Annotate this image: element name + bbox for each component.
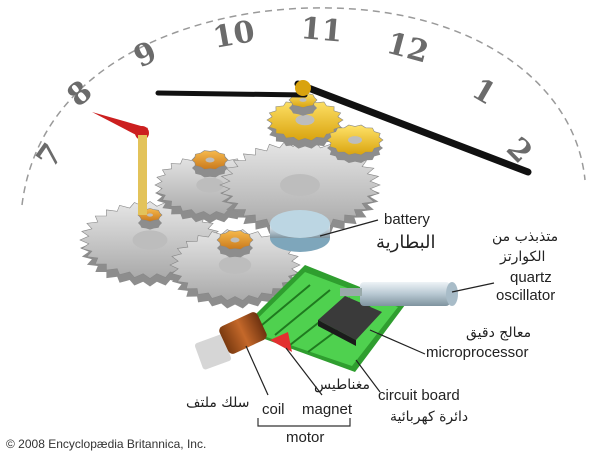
leader-lines — [245, 219, 495, 396]
motor-label-en: motor — [286, 429, 325, 446]
quartz-label-ar-1: متذبذب من — [492, 229, 559, 245]
large-gear-center — [219, 140, 381, 237]
dial-number-11: 11 — [299, 11, 344, 50]
magnet-label-ar: مغناطيس — [314, 377, 370, 393]
gold-gear-side — [326, 124, 384, 163]
circuit-board-label-en: circuit board — [378, 387, 460, 404]
pinion-upper — [191, 150, 229, 178]
coil-label-en: coil — [262, 401, 285, 418]
gear-train — [79, 91, 384, 309]
microprocessor-label-en: microprocessor — [426, 344, 529, 361]
copyright-notice: © 2008 Encyclopædia Britannica, Inc. — [6, 437, 207, 451]
second-hand — [92, 112, 149, 215]
battery-cell — [270, 210, 330, 252]
gold-gear-main — [266, 99, 344, 149]
pinion-lower — [216, 230, 254, 258]
quartz-label-ar-2: الكوارتز — [500, 249, 546, 265]
battery-label-en: battery — [384, 211, 430, 228]
quartz-oscillator-shape — [340, 282, 458, 306]
motor-coil — [194, 312, 267, 370]
dial-number-12: 12 — [383, 26, 432, 71]
dial-number-9: 9 — [129, 35, 163, 76]
microprocessor-chip — [318, 296, 382, 346]
gear-lower-center — [169, 229, 301, 309]
battery-label-ar: البطارية — [376, 232, 436, 253]
dial-number-1: 1 — [466, 72, 502, 113]
coil-label-ar: سلك ملتف — [186, 395, 250, 411]
quartz-label-en-2: oscillator — [496, 287, 556, 304]
dial-number-8: 8 — [61, 74, 99, 114]
clock-hands — [155, 80, 532, 176]
circuit-board-label-ar: دائرة كهربائية — [390, 409, 469, 425]
magnet-label-en: magnet — [302, 401, 353, 418]
dial-number-7: 7 — [30, 137, 71, 174]
motor-magnet — [270, 332, 292, 352]
motor-bracket — [257, 418, 351, 427]
dial-number-10: 10 — [210, 14, 257, 56]
quartz-label-en-1: quartz — [510, 269, 552, 286]
microprocessor-label-ar: معالج دقيق — [466, 325, 532, 341]
dial-ring — [21, 7, 586, 206]
